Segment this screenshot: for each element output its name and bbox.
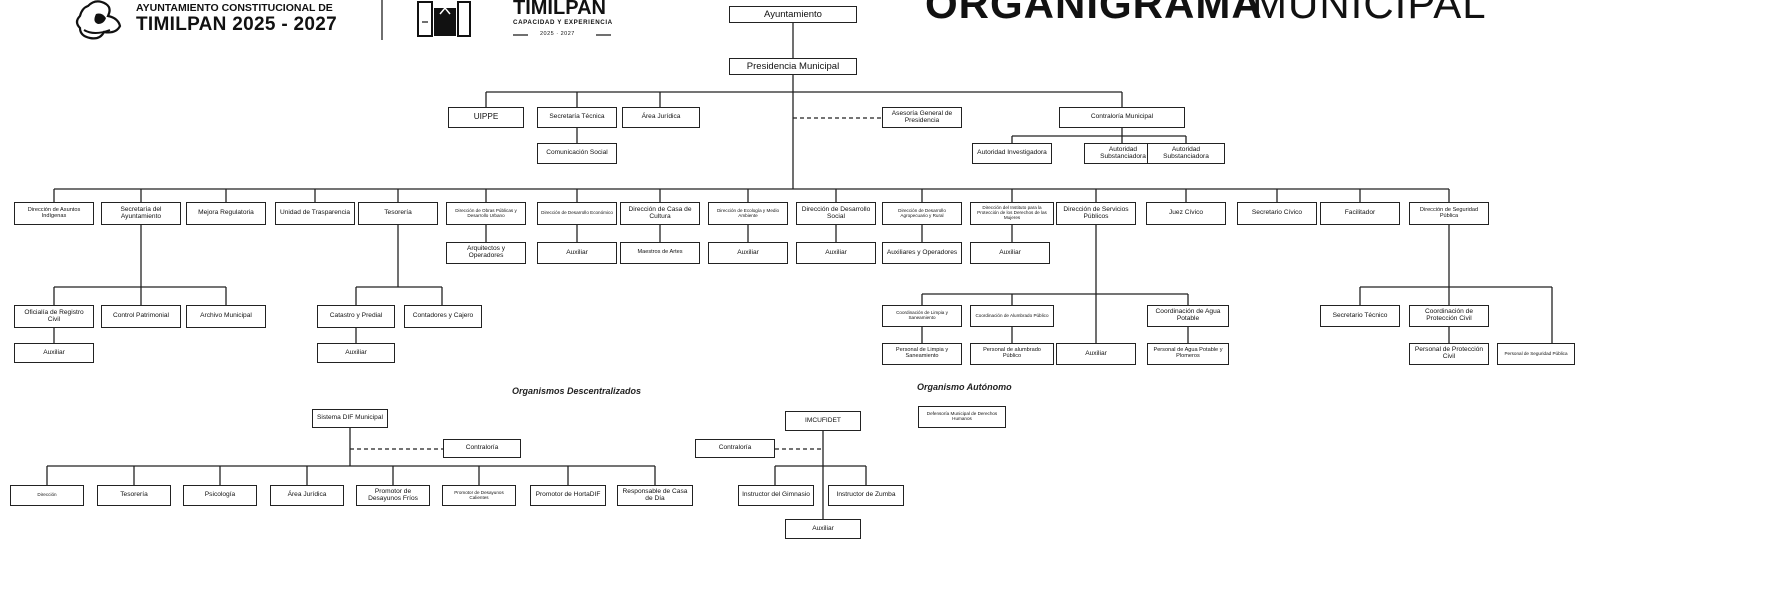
node-asuntos-indigenas: Dirección de Asuntos Indígenas [14,202,94,225]
node-dif-contraloria: Contraloría [443,439,521,458]
node-mejora-regulatoria: Mejora Regulatoria [186,202,266,225]
node-ecologia: Dirección de Ecología y Medio Ambiente [708,202,788,225]
node-autoridad-substanciadora-1: Autoridad Substanciadora [1084,143,1162,164]
node-coord-agua: Coordinación de Agua Potable [1147,305,1229,327]
node-instructor-gimnasio: Instructor del Gimnasio [738,485,814,506]
node-secretario-civico: Secretario Cívico [1237,202,1317,225]
header-small-line: AYUNTAMIENTO CONSTITUCIONAL DE [136,2,333,14]
node-dif: Sistema DIF Municipal [312,409,388,428]
node-auxiliar-catastro: Auxiliar [317,343,395,363]
node-area-juridica: Área Jurídica [622,107,700,128]
node-auxiliar-ecologia: Auxiliar [708,242,788,264]
ayuntamiento-seal-icon [75,0,122,40]
node-juez-civico: Juez Cívico [1146,202,1226,225]
node-agropecuario: Dirección de Desarrollo Agropecuario y R… [882,202,962,225]
node-imcufidet-auxiliar: Auxiliar [785,519,861,539]
node-imcufidet: IMCUFIDET [785,411,861,431]
node-coord-limpia: Coordinación de Limpia y Saneamiento [882,305,962,327]
node-desarrollo-social: Dirección de Desarrollo Social [796,202,876,225]
node-control-patrimonial: Control Patrimonial [101,305,181,328]
section-autonomo: Organismo Autónomo [917,382,1012,392]
node-defensoria: Defensoría Municipal de Derechos Humanos [918,406,1006,428]
node-contraloria: Contraloría Municipal [1059,107,1185,128]
node-arquitectos: Arquitectos y Operadores [446,242,526,264]
node-autoridad-investigadora: Autoridad Investigadora [972,143,1052,164]
page-title: ORGANIGRAMA [925,0,1263,27]
logo2-subtitle: CAPACIDAD Y EXPERIENCIA [513,19,613,26]
section-descentralizados: Organismos Descentralizados [512,386,642,396]
node-ayuntamiento: Ayuntamiento [729,6,857,23]
node-tesoreria: Tesorería [358,202,438,225]
page-title-light: MUNICIPAL [1252,0,1487,27]
node-oficialia: Oficialía de Registro Civil [14,305,94,328]
node-dif-psicologia: Psicología [183,485,257,506]
node-casa-cultura: Dirección de Casa de Cultura [620,202,700,225]
logo2-title: TIMILPAN [513,0,606,19]
node-personal-limpia: Personal de Limpia y Saneamiento [882,343,962,365]
node-instituto-mujer: Dirección del Instituto para la Protecci… [970,202,1054,225]
node-maestros-artes: Maestros de Artes [620,242,700,264]
node-archivo: Archivo Municipal [186,305,266,328]
node-secretaria-ayuntamiento: Secretaría del Ayuntamiento [101,202,181,225]
node-catastro: Catastro y Predial [317,305,395,328]
logo2-years: 2025 · 2027 [540,31,575,37]
node-dif-area-juridica: Área Jurídica [270,485,344,506]
node-secretario-tecnico-seguridad: Secretario Técnico [1320,305,1400,327]
node-dif-hortadif: Promotor de HortaDIF [530,485,606,506]
node-desarrollo-economico: Dirección de Desarrollo Económico [537,202,617,225]
node-secretaria-tecnica: Secretaría Técnica [537,107,617,128]
node-personal-proteccion: Personal de Protección Civil [1409,343,1489,365]
node-auxiliares-operadores: Auxiliares y Operadores [882,242,962,264]
node-uippe: UIPPE [448,107,524,128]
node-dif-tesoreria: Tesorería [97,485,171,506]
node-coord-alumbrado: Coordinación de Alumbrado Público [970,305,1054,327]
node-auxiliar-servicios: Auxiliar [1056,343,1136,365]
node-auxiliar-economico: Auxiliar [537,242,617,264]
timilpan-logo-icon [417,1,471,37]
node-dif-desayunos-frios: Promotor de Desayunos Fríos [356,485,430,506]
node-facilitador: Facilitador [1320,202,1400,225]
node-personal-seguridad: Personal de Seguridad Pública [1497,343,1575,365]
node-imcufidet-contraloria: Contraloría [695,439,775,458]
header-big-line: TIMILPAN 2025 - 2027 [136,14,338,35]
node-contadores: Contadores y Cajero [404,305,482,328]
node-presidencia: Presidencia Municipal [729,58,857,75]
node-transparencia: Unidad de Trasparencia [275,202,355,225]
node-auxiliar-social: Auxiliar [796,242,876,264]
node-personal-agua: Personal de Agua Potable y Plomeros [1147,343,1229,365]
node-comunicacion-social: Comunicación Social [537,143,617,164]
node-instructor-zumba: Instructor de Zumba [828,485,904,506]
node-personal-alumbrado: Personal de alumbrado Público [970,343,1054,365]
node-dif-casa-dia: Responsable de Casa de Día [617,485,693,506]
node-obras-publicas: Dirección de Obras Públicas y Desarrollo… [446,202,526,225]
node-auxiliar-mujer: Auxiliar [970,242,1050,264]
node-seguridad-publica: Dirección de Seguridad Pública [1409,202,1489,225]
node-dif-direccion: Dirección [10,485,84,506]
node-autoridad-substanciadora-2: Autoridad Substanciadora [1147,143,1225,164]
node-dif-desayunos-calientes: Promotor de Desayunos Calientes [442,485,516,506]
node-auxiliar-oficialia: Auxiliar [14,343,94,363]
node-servicios-publicos: Dirección de Servicios Públicos [1056,202,1136,225]
node-asesoria: Asesoría General de Presidencia [882,107,962,128]
node-coord-proteccion: Coordinación de Protección Civil [1409,305,1489,327]
